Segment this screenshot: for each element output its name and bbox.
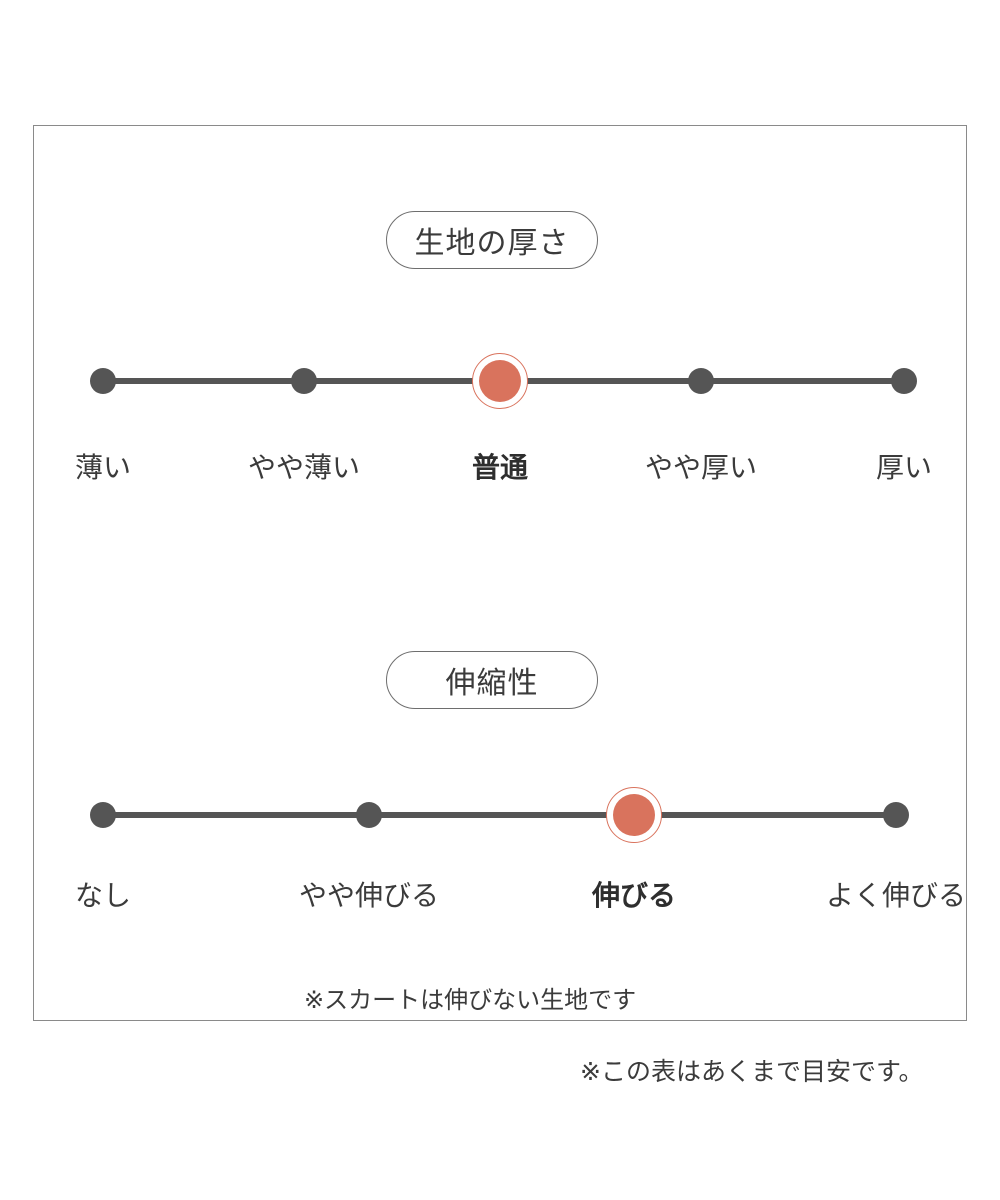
thickness-selected-marker <box>479 360 521 402</box>
thickness-scale-point <box>891 368 917 394</box>
stretch-scale-point <box>356 802 382 828</box>
chart-frame <box>33 125 967 1021</box>
thickness-title: 生地の厚さ <box>414 226 570 261</box>
stretch-track <box>103 812 896 818</box>
thickness-option-label: やや厚い <box>644 451 757 484</box>
stretch-option-label: やや伸びる <box>298 879 439 912</box>
footer-note: ※この表はあくまで目安です。 <box>580 1057 924 1086</box>
thickness-option-label: 厚い <box>875 451 932 484</box>
thickness-option-label: やや薄い <box>247 451 360 484</box>
stretch-option-label: よく伸びる <box>825 879 966 912</box>
thickness-title-pill: 生地の厚さ <box>386 211 598 269</box>
thickness-option-label: 普通 <box>471 451 528 484</box>
stretch-title: 伸縮性 <box>445 666 539 701</box>
thickness-scale-point <box>291 368 317 394</box>
stretch-note: ※スカートは伸びない生地です <box>304 986 637 1014</box>
thickness-scale-point <box>90 368 116 394</box>
stretch-option-label: 伸びる <box>591 879 676 912</box>
stretch-selected-marker <box>613 794 655 836</box>
stretch-option-label: なし <box>74 879 131 912</box>
stretch-scale-point <box>883 802 909 828</box>
stretch-scale-point <box>90 802 116 828</box>
stretch-title-pill: 伸縮性 <box>386 651 598 709</box>
thickness-option-label: 薄い <box>74 451 131 484</box>
thickness-scale-point <box>688 368 714 394</box>
